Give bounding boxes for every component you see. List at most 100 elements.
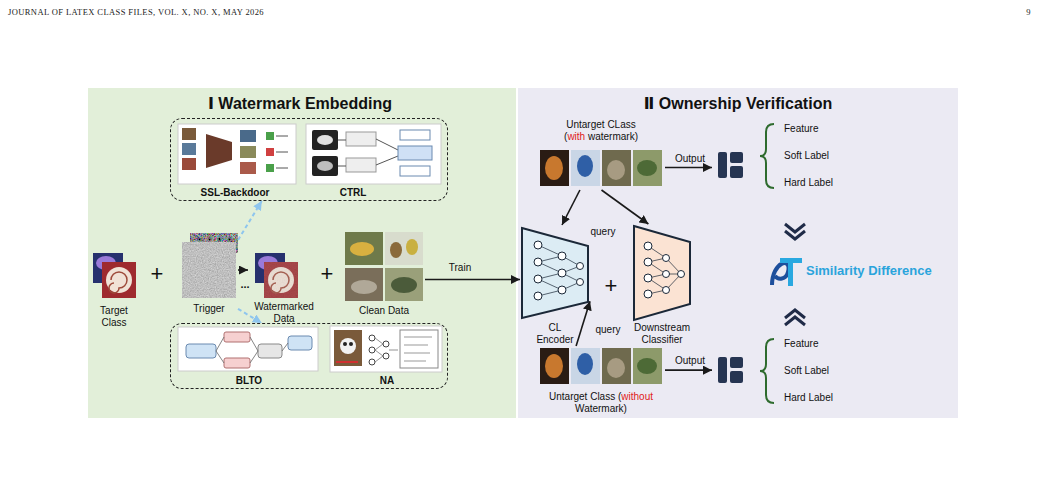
ellipsis: ... [240,278,249,291]
watermarked-photos [255,253,298,298]
ssl-backdoor-thumbnail-part [206,134,232,168]
node-label: Similarity Difference [806,263,932,279]
flow-arrow [562,190,580,225]
na-thumbnail-part [375,338,398,362]
blto-thumbnail-part [224,332,250,342]
target-class-photos-part [109,272,127,293]
encoder-shape [522,228,588,318]
ctrl-thumbnail-part [398,146,432,160]
plus-sign: + [151,263,164,285]
encoder-shape-part [558,269,566,277]
ssl-backdoor-thumbnail-part [182,158,196,170]
blto-thumbnail-part [288,336,312,350]
node-label: Untarget CLass (with watermark) [556,119,646,143]
classifier-shape-part [648,246,681,294]
output-type: Soft Label [784,150,829,162]
ctrl-thumbnail-part [306,124,441,184]
output-type: Hard Label [784,392,833,404]
flow-arrow [602,190,649,224]
panel-title: Ⅰ Watermark Embedding [208,94,392,113]
watermarked-data-images: Watermarked Data [248,250,320,327]
ctrl-thumbnail-part [346,158,376,172]
trigger-noise [182,233,238,298]
encoder-network: CL Encoder [520,225,590,348]
flow-arrow [665,167,712,169]
encoder-shape-part [577,263,584,270]
clean-data-photos-part [385,268,423,301]
encoder-shape-part [558,252,566,260]
output-icon-part [730,152,743,163]
edge-label: Output [675,355,705,367]
clean-data-images: Clean Data [342,230,425,320]
output-bracket-part [760,124,774,188]
na-thumbnail-part [404,337,432,361]
output-type: Hard Label [784,177,833,189]
untarget-photos [540,150,662,186]
ssl-backdoor-thumbnail-part [182,128,196,140]
untarget-photos-part [577,155,593,177]
similarity-logo [772,258,802,286]
method-name: NA [380,375,394,387]
na-thumbnail-part [349,342,353,346]
ctrl-thumbnail [306,124,441,184]
plus-sign: + [321,263,334,285]
method-name: CTRL [340,187,367,199]
watermark-noise-overlay-part [264,262,298,298]
classifier-shape-part [644,258,652,266]
encoder-shape-part [534,292,542,300]
output-icon-part [718,152,727,178]
na-thumbnail-part [369,359,375,365]
na-thumbnail-part [400,330,438,368]
blto-thumbnail [178,327,318,371]
method-name: BLTO [236,375,262,387]
ssl-backdoor-thumbnail-part [240,130,256,142]
output-icon-clean [718,357,743,383]
ssl-backdoor-thumbnail-part [182,143,196,155]
classifier-shape-part [663,287,670,294]
ctrl-thumbnail-part [317,161,333,171]
running-header: JOURNAL OF LATEX CLASS FILES, VOL. X, NO… [8,7,264,17]
clean-data-photos-part [351,280,377,294]
ctrl-thumbnail-part [400,166,430,176]
clean-data-photos-part [345,268,383,301]
watermark-noise-overlay [264,262,298,298]
untarget-photos-part [637,160,657,176]
na-thumbnail [330,326,442,372]
panel-title: Ⅱ Ownership Verification [644,94,832,113]
output-type: Soft Label [784,365,829,377]
untarget-photos-part [571,150,600,186]
na-thumbnail-part [334,330,362,366]
encoder-shape-part [577,279,584,286]
output-type: Feature [784,338,818,350]
classifier-shape-part [644,274,652,282]
classifier-shape-part [663,271,670,278]
target-class-images: Target Class [89,250,139,331]
ssl-backdoor-thumbnail-part [240,162,256,174]
ctrl-thumbnail-part [312,130,338,150]
output-type: Feature [784,123,818,135]
untarget-photos-part [540,150,569,186]
clean-data-photos [345,232,423,301]
flow-arrow [238,269,248,271]
classifier-shape-part [663,255,670,262]
method-name: SSL-Backdoor [201,187,270,199]
clean-data-photos-part [385,232,423,265]
flow-arrow [665,369,712,371]
untarget-photos-part [602,150,631,186]
output-icon-part [730,166,743,178]
na-thumbnail-part [369,347,375,353]
dashed-arrow [238,201,262,240]
ctrl-thumbnail-part [400,130,430,140]
similarity-metric: Similarity Difference [766,254,950,288]
clean-data-photos-part [345,232,383,265]
blto-thumbnail-part [178,327,318,371]
output-bracket-clean [760,339,774,403]
ssl-backdoor-thumbnail-part [276,136,288,168]
panel-grounds-part [88,88,516,418]
node-label: Watermarked Data [251,301,317,325]
node-label: CL Encoder [533,322,577,346]
encoder-shape-part [522,228,588,318]
